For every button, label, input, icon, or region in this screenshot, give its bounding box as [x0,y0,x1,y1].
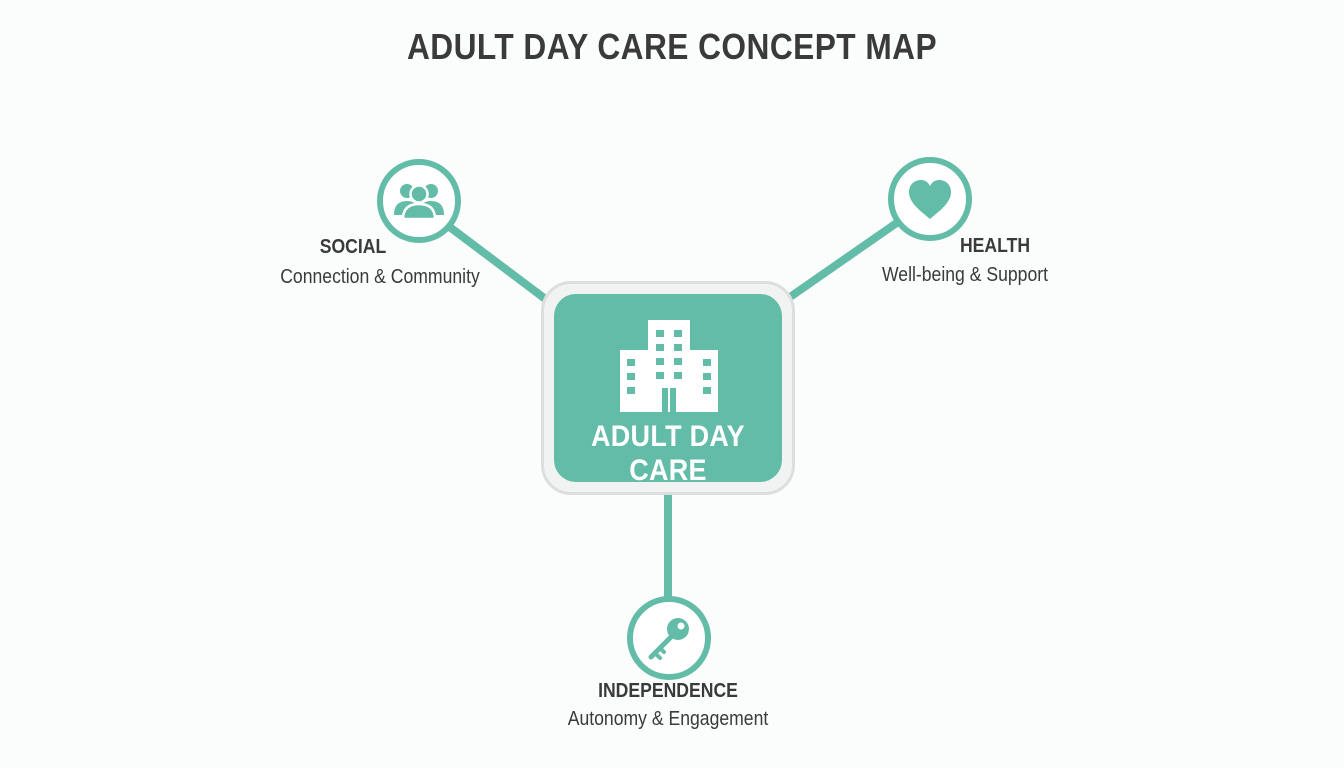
independence-subtitle: Autonomy & Engagement [567,708,769,730]
heart-icon [909,180,951,219]
health-title: HEALTH [959,235,1031,257]
center-node-label: ADULT DAY CARE [591,420,745,487]
page-title: ADULT DAY CARE CONCEPT MAP [406,26,938,67]
social-title: SOCIAL [319,236,387,258]
independence-title: INDEPENDENCE [598,680,738,702]
social-node [377,159,461,243]
building-icon [620,320,718,412]
connector-health [776,218,902,308]
independence-node [627,596,711,680]
social-subtitle: Connection & Community [280,266,480,288]
health-subtitle: Well-being & Support [882,264,1048,286]
connector-social [443,221,556,308]
people-group-icon [394,184,444,221]
health-node [888,157,972,241]
key-icon [648,618,689,660]
